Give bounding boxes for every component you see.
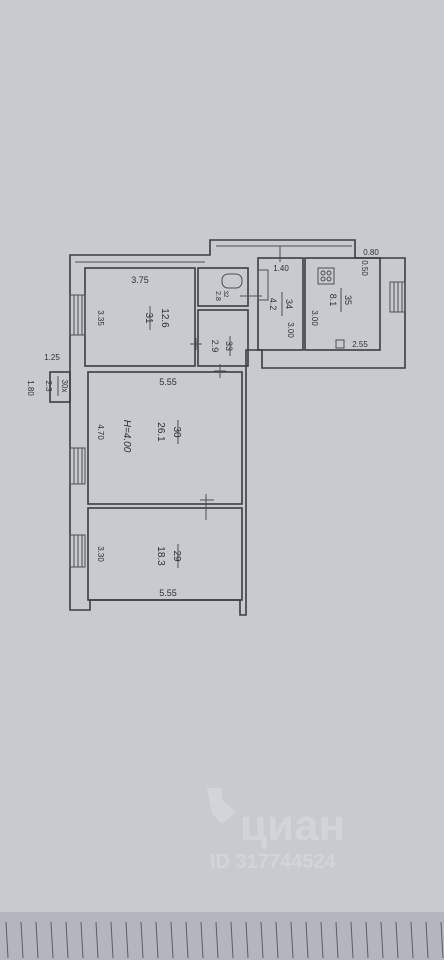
binding-tick [410, 921, 414, 959]
binding-tick [50, 921, 54, 959]
room-35-extra: 2.55 [352, 340, 368, 349]
room-29-outline [87, 507, 243, 601]
outer-walls [69, 239, 406, 616]
binding-tick [230, 921, 234, 959]
room-30x-area: 2.3 [44, 380, 53, 392]
room-30x-width: 1.25 [44, 353, 60, 362]
room-29-width: 5.55 [159, 588, 177, 598]
room-32-labels: 32 2.8 [214, 291, 228, 301]
room-35-area: 8.1 [328, 294, 338, 307]
binding-tick [245, 921, 249, 959]
room-30-number: 30 [171, 426, 182, 438]
binding-tick [365, 921, 369, 959]
binding-tick [305, 921, 309, 959]
room-33-labels: 33 2.9 [210, 336, 234, 356]
room-35-inner: 3.00 [310, 310, 319, 326]
binding-tick [260, 921, 264, 959]
room-32-number: 32 [222, 291, 228, 298]
room-30x-labels: 1.25 1.80 30х 2.3 [26, 353, 69, 396]
room-29-area: 18.3 [155, 546, 166, 566]
binding-tick [350, 921, 354, 959]
binding-tick [200, 921, 204, 959]
room-30-height: H=4.00 [121, 420, 132, 453]
room-32-outline [197, 267, 249, 307]
binding-tick [80, 921, 84, 959]
room-31-labels: 3.75 3.35 31 12.6 [96, 275, 170, 330]
binding-tick [155, 921, 159, 959]
binding-tick [170, 921, 174, 959]
cian-logo-icon [207, 788, 236, 824]
binding-tick [335, 921, 339, 959]
room-34-width: 1.40 [273, 264, 289, 273]
doors [190, 246, 281, 520]
room-33-number: 33 [224, 341, 234, 351]
room-29-depth: 3.30 [96, 546, 105, 562]
cian-id-text: ID 317744524 [210, 851, 337, 873]
room-35-outline [304, 257, 381, 351]
binding-tick [320, 921, 324, 959]
stove-icon [317, 267, 335, 285]
room-31-width: 3.75 [131, 275, 149, 285]
binding-tick [290, 921, 294, 959]
binding-tick [380, 921, 384, 959]
toilet-icon [221, 273, 243, 289]
binding-tick [5, 921, 9, 959]
room-33-area: 2.9 [210, 340, 220, 353]
binding-tick [95, 921, 99, 959]
room-30x-number: 30х [60, 380, 69, 393]
room-35-labels: 0.80 0.50 35 8.1 3.00 2.55 [310, 248, 379, 349]
binding-tick [395, 921, 399, 959]
room-32-area: 2.8 [214, 291, 221, 301]
room-33-outline [197, 309, 249, 367]
room-34-number: 34 [284, 299, 294, 309]
room-29-labels: 3.30 29 18.3 5.55 [96, 544, 182, 598]
room-35-depth: 0.50 [360, 260, 369, 276]
room-30x-depth: 1.80 [26, 380, 35, 396]
binding-tick [35, 921, 39, 959]
room-34-labels: 1.40 34 4.2 3.00 [268, 264, 295, 338]
room-34-depth: 3.00 [286, 322, 295, 338]
binding-tick [440, 921, 444, 959]
room-31-depth: 3.35 [96, 310, 105, 326]
binding-tick [185, 921, 189, 959]
room-30-area: 26.1 [155, 422, 166, 442]
room-30-width: 5.55 [159, 377, 177, 387]
room-30x-outline [49, 371, 71, 403]
room-31-area: 12.6 [159, 308, 170, 328]
room-30-labels: 5.55 4.70 30 26.1 H=4.00 [96, 377, 182, 453]
binding-tick [275, 921, 279, 959]
room-29-number: 29 [171, 550, 182, 562]
cian-watermark: циан ID 317744524 [207, 788, 345, 873]
room-30-depth: 4.70 [96, 424, 105, 440]
paper-bottom-edge [0, 912, 444, 960]
binding-tick [140, 921, 144, 959]
room-35-number: 35 [343, 295, 353, 305]
windows [69, 269, 406, 568]
sink-icon [335, 339, 345, 349]
notebook-binding [5, 921, 444, 959]
binding-tick [215, 921, 219, 959]
binding-tick [425, 921, 429, 959]
room-30-outline [87, 371, 243, 505]
room-35-width: 0.80 [363, 248, 379, 257]
binding-tick [110, 921, 114, 959]
binding-tick [20, 921, 24, 959]
binding-tick [65, 921, 69, 959]
cian-brand-text: циан [240, 801, 345, 850]
room-34-area: 4.2 [268, 298, 278, 311]
binding-tick [125, 921, 129, 959]
paper-sheet [0, 0, 444, 915]
room-31-number: 31 [143, 312, 154, 324]
